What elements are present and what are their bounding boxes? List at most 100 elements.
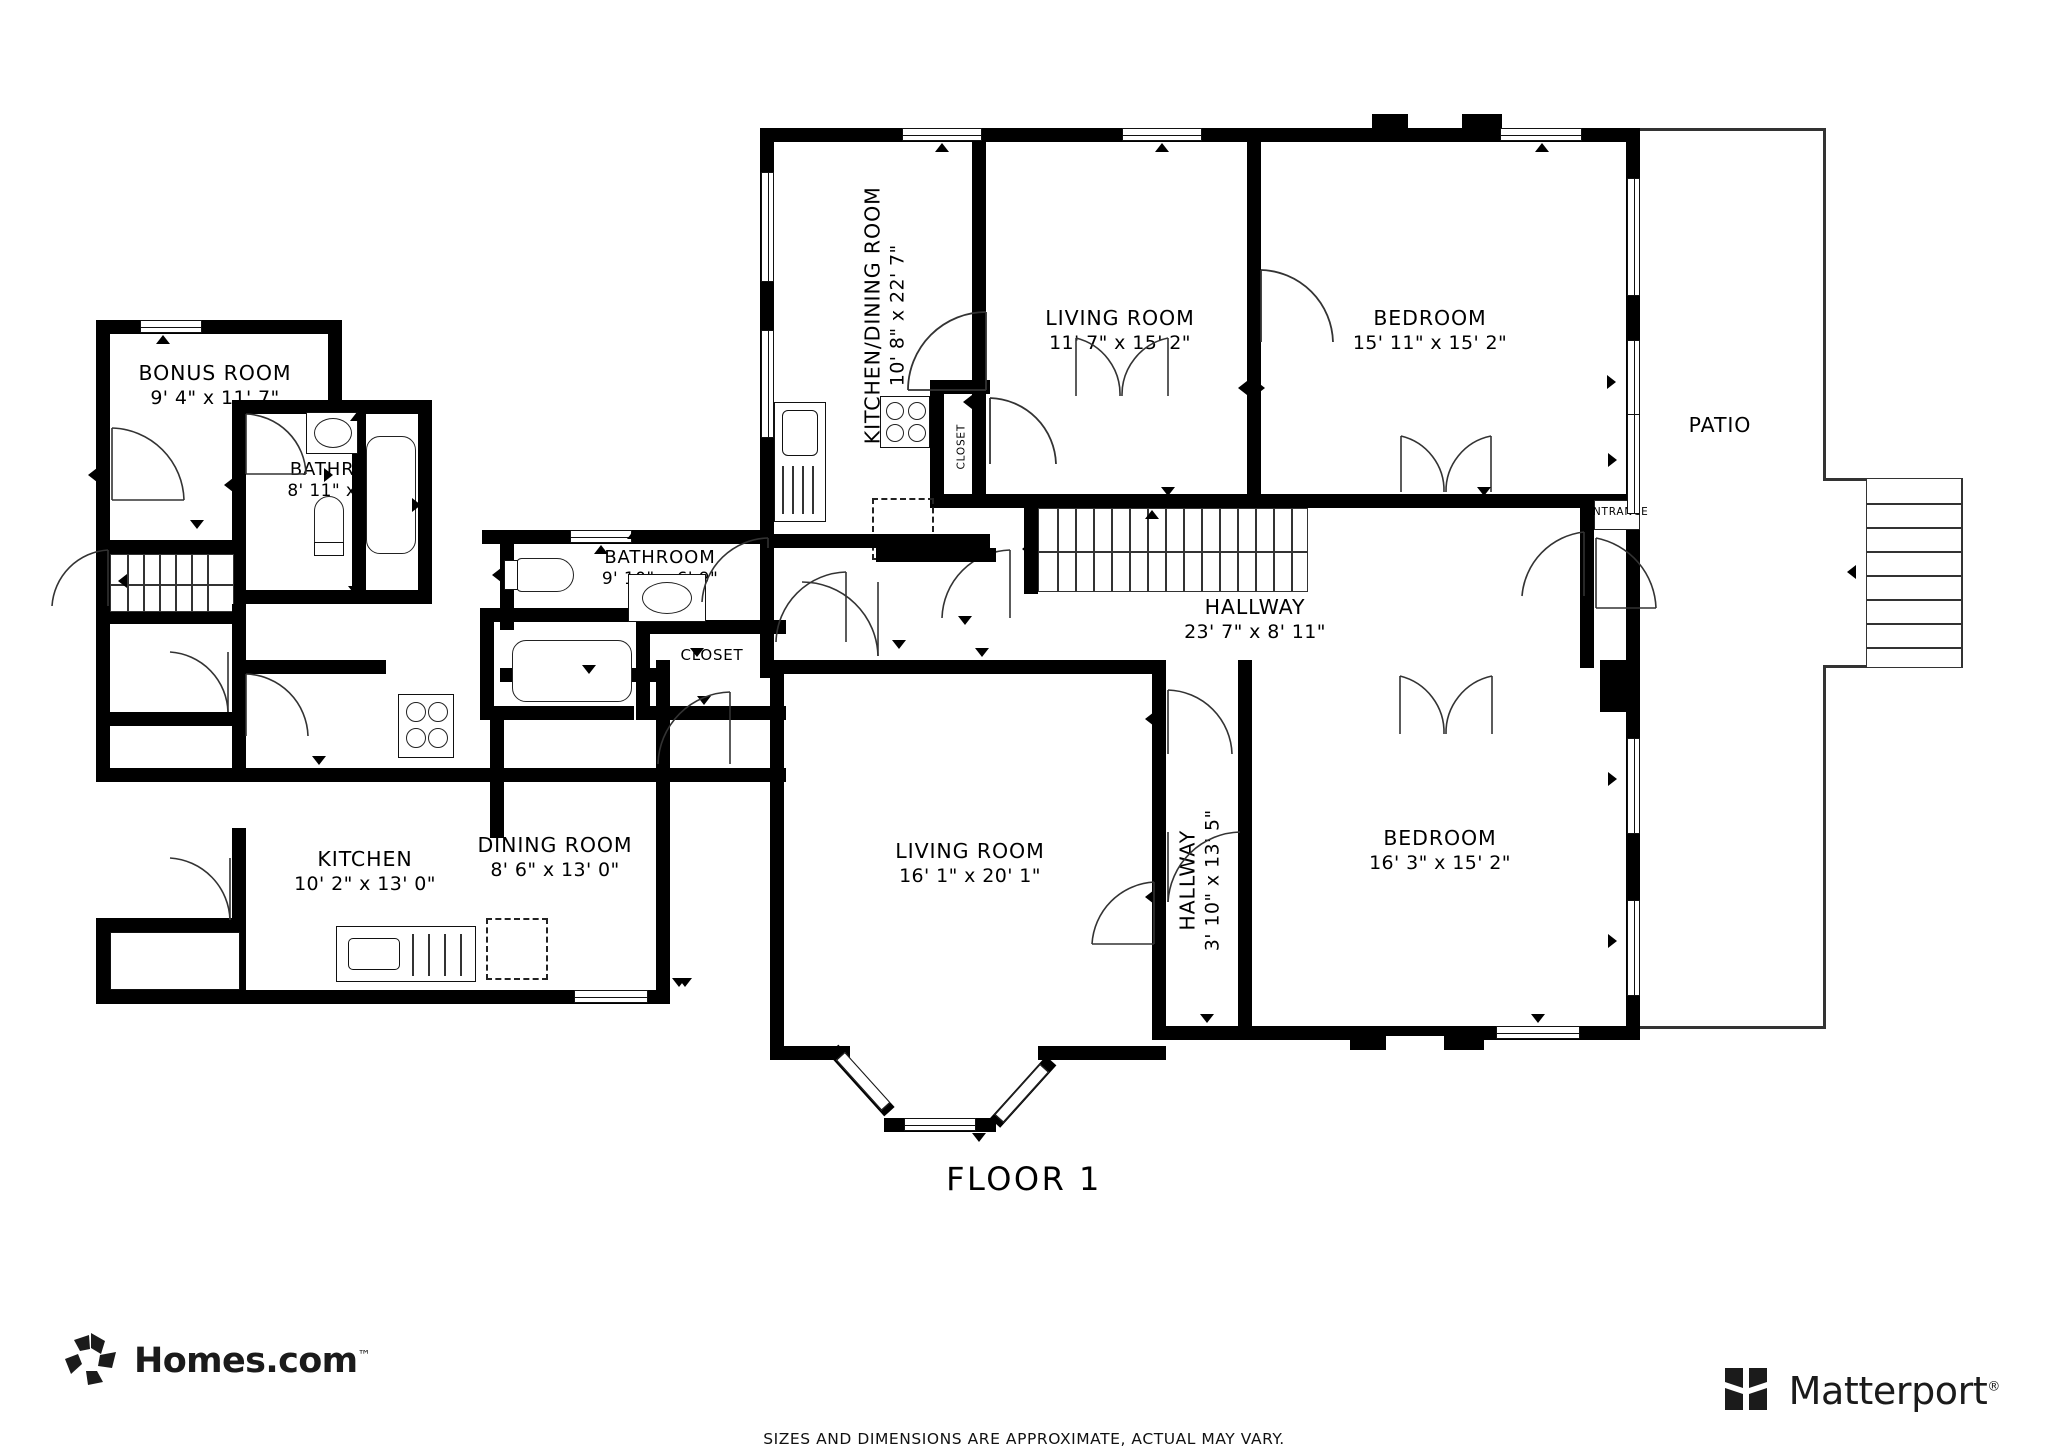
lowerliving-top-arrow1 (690, 648, 704, 657)
door-left-exterior (50, 548, 110, 610)
window-bedroom-top (1500, 128, 1582, 141)
kd-counter-line2 (792, 466, 794, 514)
wall-dining-top (490, 720, 504, 782)
kitchen-counter-line1 (412, 934, 414, 976)
kd-burner-2 (908, 402, 926, 420)
window-bedroom-lower-bottom (1496, 1026, 1580, 1039)
door-smallhall-bottom-arrow (1145, 890, 1154, 904)
wall-center-connector3 (482, 530, 514, 544)
window-kd-left-upper (761, 172, 774, 282)
kitchen-door-arrow (312, 756, 326, 765)
window-kitchen-bottom (574, 990, 648, 1003)
door-smallhall-bottom (1166, 830, 1242, 906)
closet-center-arrow (697, 696, 711, 705)
patio-stairs-direction-arrow (1847, 565, 1856, 579)
bay-window-right (994, 1064, 1049, 1123)
door-kd-to-living (906, 310, 992, 396)
doorway-living-bedroom-arrow-l (1238, 381, 1247, 395)
door-bonus-room (110, 427, 186, 504)
window-patio-door-arrow (1608, 453, 1617, 467)
closet2-arrow (565, 710, 579, 719)
homes-pinwheel-icon (62, 1330, 120, 1392)
bathroom-right-door-arrow (492, 568, 501, 582)
patio-stairs (1866, 478, 1962, 668)
door-left-lower (168, 650, 230, 714)
label-closet-center-left: CLOSET (680, 646, 744, 664)
burner-4 (428, 728, 448, 748)
bathtub-bathroom-right (512, 640, 632, 702)
kd-burner-1 (886, 402, 904, 420)
patio-outline-right (1823, 128, 1826, 478)
wall-leftblock-bottom2 (96, 768, 248, 782)
bathtub-bathroom-left-arrow (412, 498, 421, 512)
left-stairs-direction-arrow (118, 574, 127, 588)
door-kd-to-living-arrow (963, 395, 972, 409)
wall-leftstairs-bottom (96, 610, 246, 624)
lowerliving-top-arrow2 (975, 648, 989, 657)
door-kd-bottom (940, 548, 1012, 620)
kitchen-counter-line4 (460, 934, 462, 976)
kd-burner-4 (908, 424, 926, 442)
wall-closet-center-left-top (636, 620, 786, 634)
wall-lowerliving-top (770, 660, 1166, 674)
wall-center-connector2 (760, 548, 774, 678)
wall-bonus-right (328, 320, 342, 404)
bathroom-left-top-arrow (627, 530, 641, 539)
toilet-bathroom-right (516, 558, 574, 592)
door-bedroom-lower-closet-double (1398, 675, 1494, 738)
window-bathroom-right-top (570, 530, 632, 543)
kd-counter-line1 (782, 466, 784, 514)
bedroom-lower-bay-opening (1386, 1036, 1444, 1050)
door-lowerliving-top-right (800, 580, 880, 660)
bonus-left-arrow (88, 468, 97, 482)
wall-left-outer-lower (96, 918, 110, 1004)
wall-dining-right (656, 660, 670, 1004)
kd-sink-basin (782, 410, 818, 456)
door-bedroom-upper-hallway-arrow (1477, 487, 1491, 496)
wall-closet-kd-left (930, 380, 944, 508)
label-dining-room: DINING ROOM 8' 6" x 13' 0" (477, 833, 633, 882)
bathroom-left-bottom-arrow (348, 586, 362, 595)
wall-bonus-top (96, 320, 342, 334)
bathroom-left-door-arrow (224, 478, 233, 492)
door-entrance (1594, 536, 1658, 614)
wall-dining-left (490, 768, 504, 838)
wall-closet2-top (480, 608, 634, 622)
label-kitchen: KITCHEN 10' 2" x 13' 0" (294, 847, 436, 896)
wall-kd-bottom (774, 534, 990, 548)
wall-closet2-bot (480, 706, 634, 720)
bonus-bottom-arrow (190, 520, 204, 529)
door-smallhall-top-arrow (1145, 712, 1154, 726)
matterport-mark-icon (1719, 1362, 1773, 1420)
bathtub-bathroom-right-arrow (582, 665, 596, 674)
label-hallway-main: HALLWAY 23' 7" x 8' 11" (1184, 595, 1326, 644)
left-lower-closet (110, 932, 240, 990)
wall-center-connector1 (876, 548, 996, 562)
wall-lowerliving-bottom-r (1038, 1046, 1166, 1060)
wall-leftstairs-top (96, 540, 246, 554)
bonus-right-arrow (324, 468, 333, 482)
label-living-room-lower: LIVING ROOM 16' 1" x 20' 1" (895, 839, 1045, 888)
wall-divider-living-bedroom (1247, 142, 1261, 500)
dining-bottom-arrow (678, 978, 692, 987)
matterport-wordmark: Matterport® (1788, 1369, 2001, 1413)
toilet-tank-bathroom-left (314, 542, 344, 556)
burner-1 (406, 702, 426, 722)
window-bonus-top-arrow (156, 335, 170, 344)
window-living-top-arrow (1155, 143, 1169, 152)
bay-window-left (836, 1051, 891, 1111)
label-closet-kitchen-dining: CLOSET (955, 423, 968, 470)
hallway-opening-arrow (1161, 487, 1175, 496)
patio-outline-right2 (1823, 668, 1826, 1028)
window-bedroom-lower-right-lower-arrow (1608, 934, 1617, 948)
sink-bowl-bathroom-right (642, 582, 692, 614)
doorway-living-bedroom-arrow-r (1256, 381, 1265, 395)
window-bonus-top (140, 320, 202, 333)
wall-kitchen-top (232, 660, 386, 674)
door-smallhall-top (1166, 689, 1234, 758)
bathtub-bathroom-left (366, 436, 416, 554)
door-left-lower-room (168, 856, 232, 922)
wall-bathroom-left-top (232, 400, 432, 414)
sink-bathroom-left (314, 418, 352, 448)
wall-leftblock-bottom (96, 712, 246, 726)
